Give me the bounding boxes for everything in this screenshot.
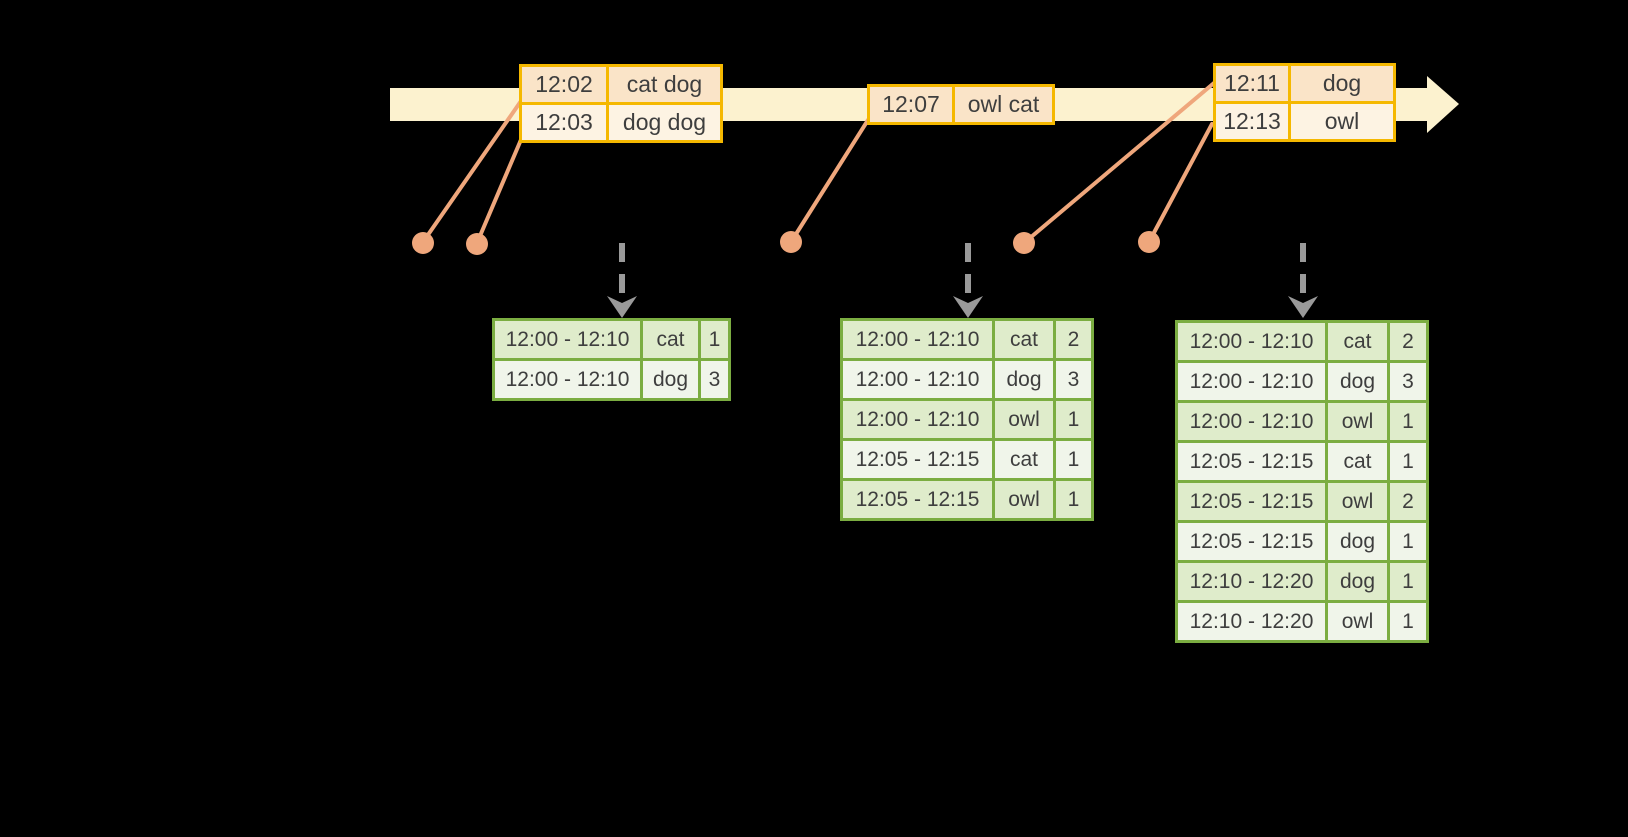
result-count-cell: 1 [1390, 523, 1426, 560]
event-table-2: 12:07 owl cat [867, 84, 1055, 125]
trigger-arrow-icon [607, 243, 637, 318]
event-time-cell: 12:02 [522, 67, 606, 102]
result-word-cell: owl [995, 481, 1053, 518]
event-time-cell: 12:03 [522, 105, 606, 140]
result-word-cell: dog [1328, 363, 1387, 400]
result-window-cell: 12:00 - 12:10 [495, 321, 640, 358]
result-word-cell: cat [1328, 323, 1387, 360]
result-word-cell: cat [643, 321, 698, 358]
trigger-arrow-icon [1288, 243, 1318, 318]
event-table-3: 12:11 dog 12:13 owl [1213, 63, 1396, 142]
result-table-2: 12:00 - 12:10 cat 2 12:00 - 12:10 dog 3 … [840, 318, 1094, 521]
result-window-cell: 12:10 - 12:20 [1178, 563, 1325, 600]
result-count-cell: 1 [1390, 443, 1426, 480]
result-word-cell: dog [1328, 563, 1387, 600]
result-count-cell: 3 [1390, 363, 1426, 400]
result-count-cell: 1 [1056, 401, 1091, 438]
event-words-cell: dog [1291, 66, 1393, 101]
result-count-cell: 1 [1390, 603, 1426, 640]
result-word-cell: dog [643, 361, 698, 398]
result-word-cell: cat [995, 441, 1053, 478]
result-window-cell: 12:05 - 12:15 [1178, 443, 1325, 480]
event-table-1: 12:02 cat dog 12:03 dog dog [519, 64, 723, 143]
result-window-cell: 12:05 - 12:15 [1178, 523, 1325, 560]
result-word-cell: owl [1328, 603, 1387, 640]
trigger-arrow-icon [953, 243, 983, 318]
event-connector-line [1147, 122, 1214, 244]
result-count-cell: 2 [1390, 483, 1426, 520]
event-words-cell: dog dog [609, 105, 720, 140]
event-words-cell: cat dog [609, 67, 720, 102]
result-word-cell: cat [1328, 443, 1387, 480]
result-count-cell: 1 [1390, 563, 1426, 600]
event-dot [412, 232, 434, 254]
result-window-cell: 12:00 - 12:10 [495, 361, 640, 398]
result-count-cell: 1 [1390, 403, 1426, 440]
result-window-cell: 12:05 - 12:15 [843, 441, 992, 478]
event-time-cell: 12:13 [1216, 104, 1288, 139]
result-window-cell: 12:00 - 12:10 [1178, 403, 1325, 440]
result-count-cell: 2 [1056, 321, 1091, 358]
event-words-cell: owl cat [955, 87, 1052, 122]
result-table-3: 12:00 - 12:10 cat 2 12:00 - 12:10 dog 3 … [1175, 320, 1429, 643]
event-time-cell: 12:07 [870, 87, 952, 122]
result-window-cell: 12:00 - 12:10 [843, 361, 992, 398]
result-word-cell: owl [1328, 483, 1387, 520]
result-window-cell: 12:00 - 12:10 [843, 321, 992, 358]
event-words-cell: owl [1291, 104, 1393, 139]
result-window-cell: 12:00 - 12:10 [843, 401, 992, 438]
timeline-arrowhead-icon [1427, 76, 1459, 133]
event-connector-line [1022, 81, 1216, 245]
event-connector-line [421, 99, 523, 244]
event-connector-line [475, 133, 525, 245]
result-count-cell: 1 [1056, 441, 1091, 478]
event-dot [780, 231, 802, 253]
result-table-1: 12:00 - 12:10 cat 1 12:00 - 12:10 dog 3 [492, 318, 731, 401]
result-word-cell: dog [1328, 523, 1387, 560]
event-connector-line [789, 118, 870, 244]
result-word-cell: cat [995, 321, 1053, 358]
event-dot [466, 233, 488, 255]
event-dot [1013, 232, 1035, 254]
result-word-cell: dog [995, 361, 1053, 398]
result-window-cell: 12:05 - 12:15 [843, 481, 992, 518]
result-count-cell: 3 [701, 361, 728, 398]
result-window-cell: 12:00 - 12:10 [1178, 323, 1325, 360]
event-dot [1138, 231, 1160, 253]
result-count-cell: 2 [1390, 323, 1426, 360]
result-window-cell: 12:05 - 12:15 [1178, 483, 1325, 520]
result-word-cell: owl [1328, 403, 1387, 440]
result-count-cell: 1 [1056, 481, 1091, 518]
result-count-cell: 3 [1056, 361, 1091, 398]
result-window-cell: 12:10 - 12:20 [1178, 603, 1325, 640]
result-word-cell: owl [995, 401, 1053, 438]
result-window-cell: 12:00 - 12:10 [1178, 363, 1325, 400]
event-time-cell: 12:11 [1216, 66, 1288, 101]
result-count-cell: 1 [701, 321, 728, 358]
